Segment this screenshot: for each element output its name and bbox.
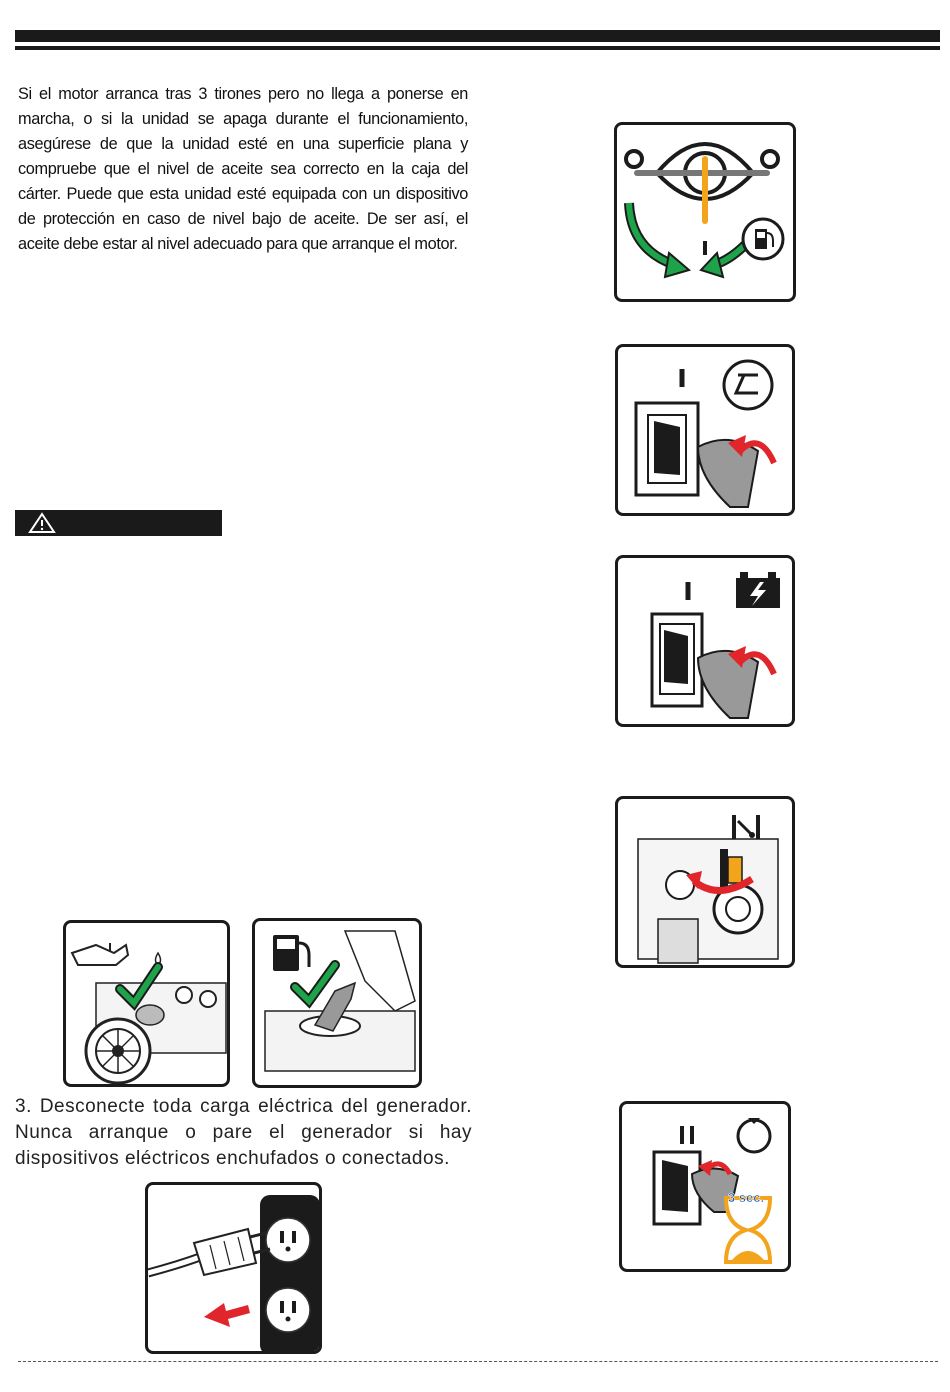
fuel-pump-icon (273, 935, 311, 971)
header-rule-thin (15, 46, 940, 50)
red-arrow-icon (698, 1160, 712, 1176)
red-arrow-icon (204, 1303, 250, 1327)
oil-check-image (63, 920, 230, 1087)
intro-paragraph: Si el motor arranca tras 3 tirones pero … (18, 85, 468, 253)
plug-icon (192, 1227, 258, 1277)
green-check-icon (292, 962, 338, 1006)
timer-label: 3 sec. (728, 1190, 764, 1205)
oil-can-icon (70, 943, 162, 966)
rotation-icon (736, 1118, 772, 1154)
green-check-icon (117, 964, 161, 1008)
header-rule-thick (15, 30, 940, 42)
footer-dashed-rule (18, 1361, 938, 1362)
warning-banner (15, 510, 222, 536)
red-arrow-icon (728, 435, 746, 457)
orange-lever (727, 856, 743, 884)
step-3-text: 3. Desconecte toda carga eléctrica del g… (15, 1096, 472, 1169)
unplug-image (145, 1182, 322, 1354)
red-arrow-icon (728, 646, 746, 668)
battery-switch-panel (615, 555, 795, 727)
finger (696, 438, 760, 508)
warning-triangle-icon (28, 512, 56, 533)
choke-carburetor-panel (615, 796, 795, 968)
recoil-start-icon (722, 359, 774, 411)
starter-hold-panel: 3 sec. (619, 1101, 791, 1272)
engine-switch-panel (615, 344, 795, 516)
choke-lever-icon-panel (614, 122, 796, 302)
fuel-check-image (252, 918, 422, 1088)
red-arrow-icon (686, 871, 702, 889)
hourglass-icon (723, 1196, 773, 1264)
